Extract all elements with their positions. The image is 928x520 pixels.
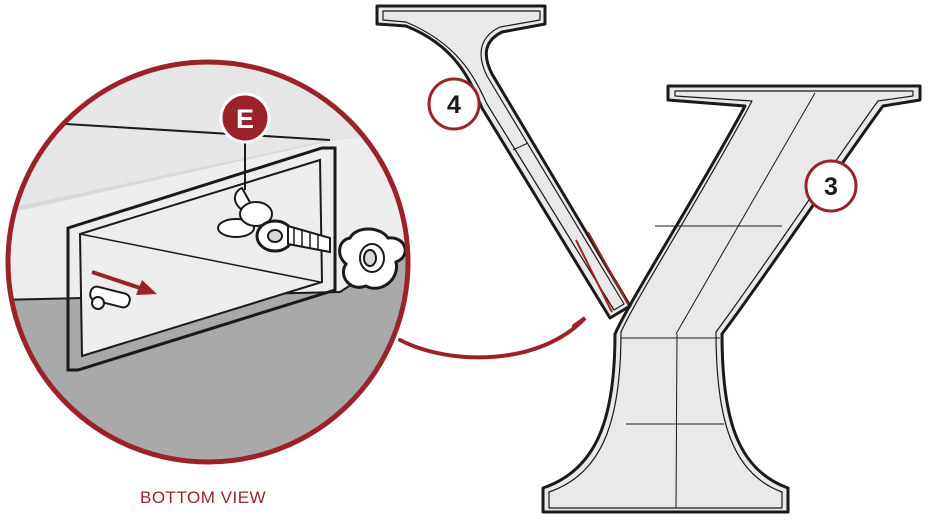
callout-hardware-e-label: E — [236, 104, 254, 134]
magnifier-callout-icon — [5, 59, 411, 465]
wing-nut-outer-icon — [338, 227, 407, 290]
direction-arrow-icon — [91, 270, 157, 295]
callout-part-3: 3 — [804, 159, 858, 213]
part-4-arm — [375, 4, 632, 320]
callout-part-3-label: 3 — [824, 173, 838, 201]
wing-nut-inner-icon — [217, 186, 273, 238]
view-caption: BOTTOM VIEW — [140, 488, 267, 507]
part-4-inner-outline — [382, 10, 625, 311]
magnifier-leader — [398, 316, 587, 360]
bottom-view-detail — [8, 62, 408, 462]
tube-end — [89, 285, 131, 310]
part-3-inner-outline — [548, 90, 914, 509]
callout-hardware-e: E — [219, 92, 271, 144]
callout-part-4: 4 — [427, 77, 481, 131]
bolt-icon — [287, 224, 331, 254]
y-stand — [375, 4, 922, 514]
callout-part-4-label: 4 — [447, 91, 461, 119]
washer-icon — [255, 219, 295, 253]
part-3-leg — [541, 84, 922, 514]
